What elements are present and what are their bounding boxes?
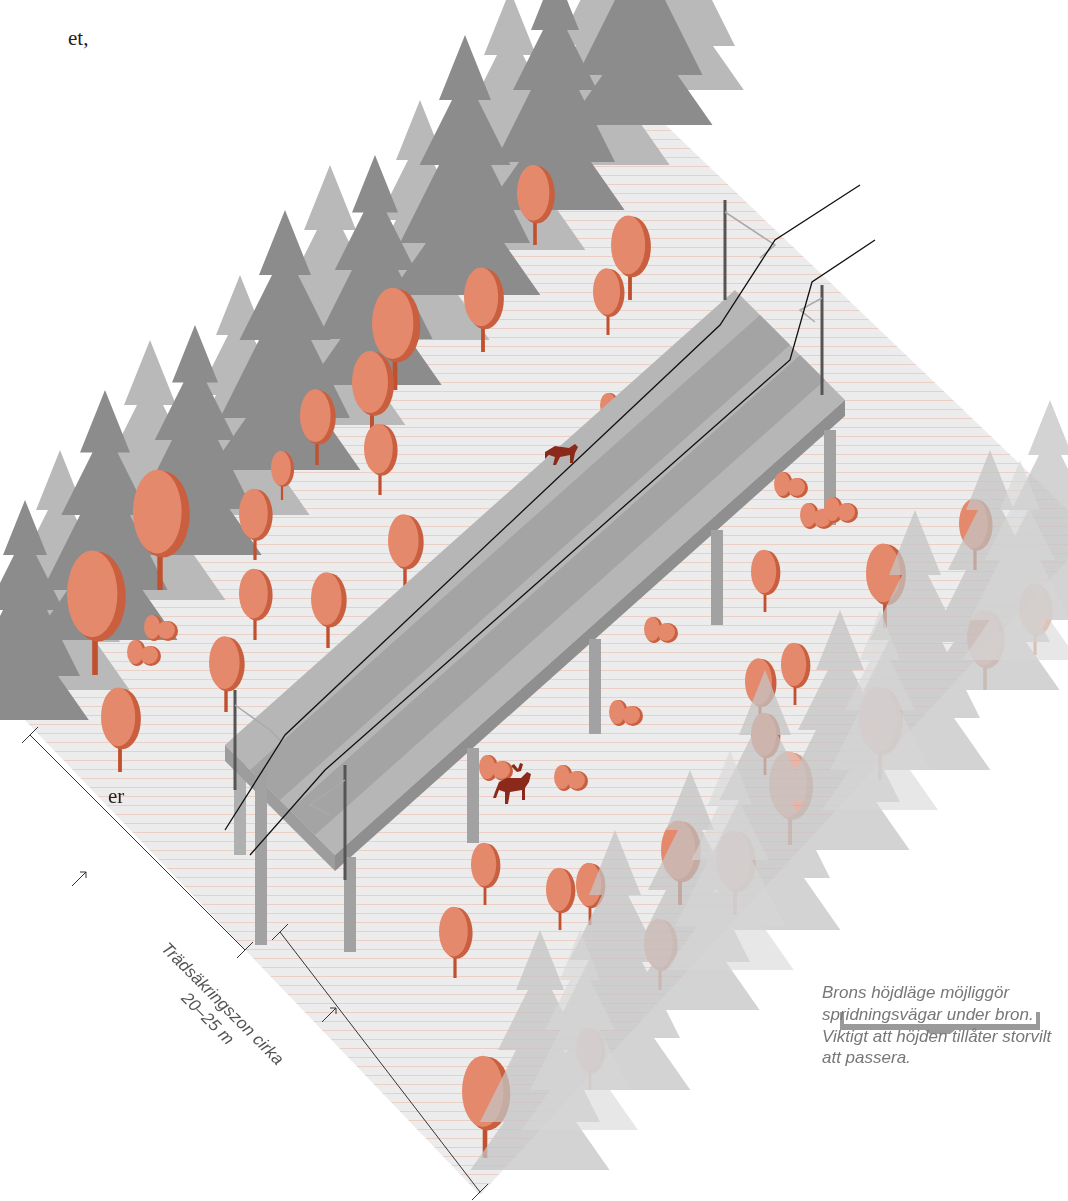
caption-note: Brons höjdläge möjliggör spridningsvägar…: [822, 982, 1058, 1069]
page-fragment: et,: [68, 26, 88, 51]
page-fragment: er: [108, 784, 124, 809]
